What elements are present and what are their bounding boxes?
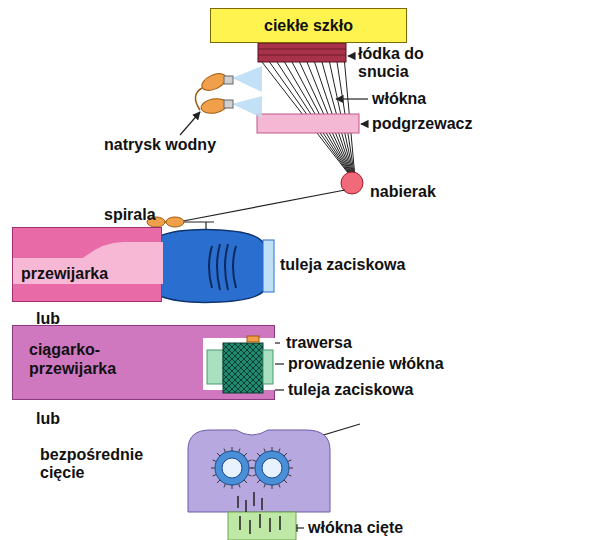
part-label: lub: [36, 310, 60, 328]
fiber-strand: [178, 190, 345, 222]
bushing: [258, 43, 346, 62]
part-label: prowadzenie włókna: [288, 355, 444, 373]
part-label: włókna cięte: [308, 519, 403, 537]
part-label: natrysk wodny: [104, 136, 216, 154]
part-label: lub: [36, 410, 60, 428]
node-label: ciągarko- przewijarka: [29, 340, 179, 378]
part-label: podgrzewacz: [372, 115, 472, 133]
winder-drum: [160, 230, 274, 303]
heater-band: [257, 114, 359, 133]
molten-glass-box: ciekłe szkło: [210, 8, 407, 43]
part-label: tuleja zaciskowa: [280, 256, 405, 274]
part-label: nabierak: [370, 183, 436, 201]
node-label: przewijarka: [21, 264, 108, 283]
winder-box: przewijarka: [12, 227, 162, 302]
part-label: tuleja zaciskowa: [288, 381, 413, 399]
part-label: łódka do snucia: [358, 45, 468, 81]
part-label: bezpośrednie cięcie: [40, 446, 180, 482]
node-label: ciekłe szkło: [211, 9, 406, 35]
water-spray: [195, 66, 262, 118]
part-label: spirala: [104, 206, 156, 224]
part-label: włókna: [372, 90, 426, 108]
part-label: trawersa: [286, 334, 352, 352]
drawing-winder-box: ciągarko- przewijarka: [12, 325, 275, 400]
